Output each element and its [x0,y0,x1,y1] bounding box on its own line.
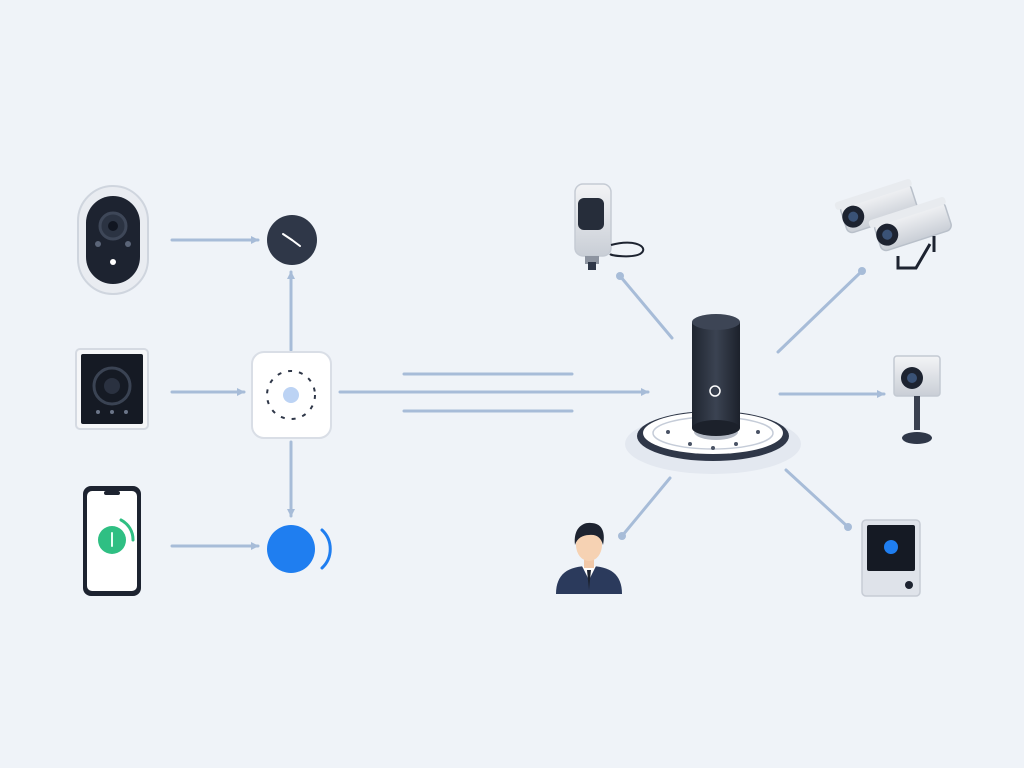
edge-hub-bullet-cameras [776,269,864,354]
edge-hub-indoor-camera [618,274,674,340]
control-panel-icon[interactable] [861,519,921,597]
edge-hub-keypad [784,468,850,529]
edge-endpoint-dot [858,267,866,275]
smart-display-icon[interactable] [75,348,149,430]
video-doorbell-icon[interactable] [77,185,149,295]
smartphone-app-icon[interactable] [83,486,141,596]
bullet-cameras-icon[interactable] [834,178,955,270]
cube-camera-icon[interactable] [893,355,941,444]
hub-connectors [616,267,886,540]
edge-endpoint-dot [618,532,626,540]
edge-hub-user [620,476,672,538]
edge-endpoint-dot [844,523,852,531]
user-avatar-icon[interactable] [556,522,622,594]
blue-status-indicator-icon[interactable] [267,525,332,573]
connectors [170,236,650,550]
smart-hub-icon[interactable] [251,351,332,439]
central-hub-speaker-icon[interactable] [625,314,801,474]
edge-endpoint-dot [616,272,624,280]
clock-icon[interactable] [267,215,317,265]
indoor-camera-icon[interactable] [574,183,645,270]
